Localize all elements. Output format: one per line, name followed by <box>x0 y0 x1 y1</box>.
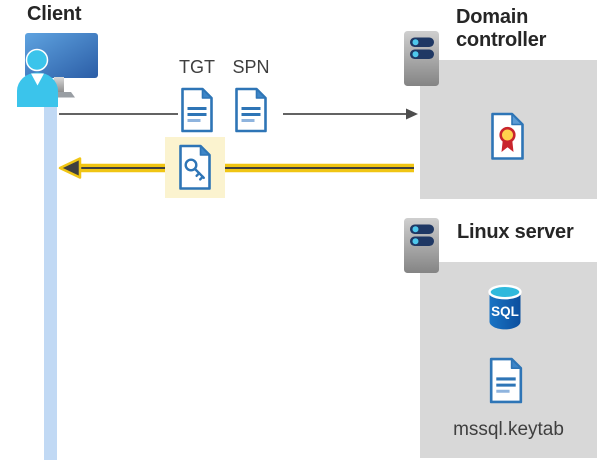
domain-controller-server-icon <box>403 30 440 87</box>
client-lifeline <box>44 95 57 460</box>
service-ticket-highlight <box>165 137 225 198</box>
request-arrowhead-icon <box>406 108 418 120</box>
keytab-filename: mssql.keytab <box>453 419 564 440</box>
tgt-label: TGT <box>179 57 215 77</box>
linux-server-label: Linux server <box>457 221 574 243</box>
response-arrow <box>58 157 414 179</box>
domain-controller-label: Domain controller <box>456 6 547 51</box>
key-document-icon <box>179 144 211 190</box>
certificate-icon <box>491 112 524 160</box>
sql-label: SQL <box>491 304 519 319</box>
key-icon <box>184 158 205 181</box>
tgt-document-icon <box>180 87 214 133</box>
response-arrowhead-icon <box>58 157 82 179</box>
linux-server-icon <box>403 217 440 274</box>
sql-database-icon: SQL <box>488 284 522 330</box>
keytab-document-icon <box>488 357 524 404</box>
client-label: Client <box>27 3 82 25</box>
person-head-icon <box>25 48 49 72</box>
spn-document-icon <box>234 87 268 133</box>
seal-icon <box>499 126 516 144</box>
spn-label: SPN <box>232 57 270 77</box>
client-user-computer-icon <box>17 33 98 107</box>
person-body-icon <box>17 72 58 107</box>
